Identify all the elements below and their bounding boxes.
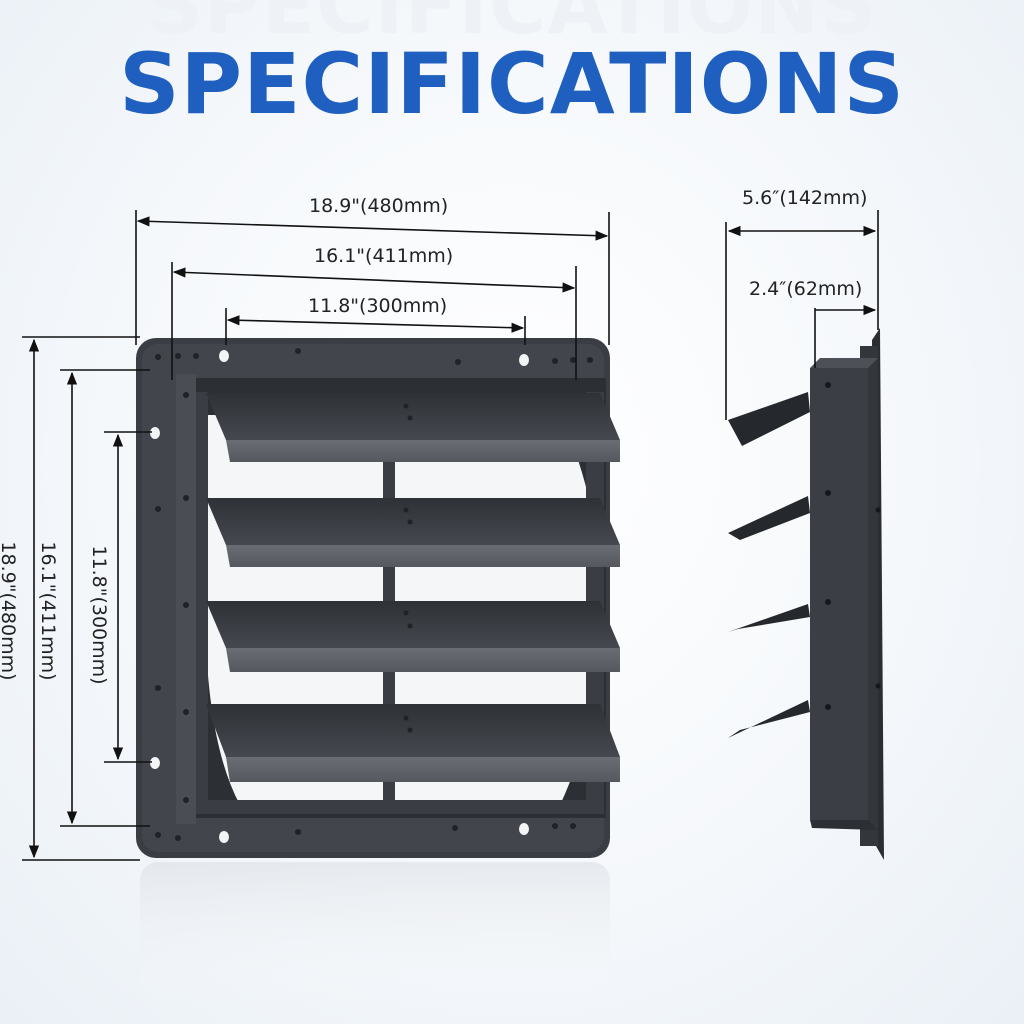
opening-width-label: 11.8"(300mm): [308, 295, 448, 317]
overall-width-label: 18.9"(480mm): [309, 195, 449, 217]
frame-width-label: 16.1"(411mm): [314, 245, 454, 267]
ghost-title-reflection: SPECIFICATIONS: [146, 0, 878, 52]
front-width-dimensions: [135, 210, 610, 380]
louver-2: [206, 498, 620, 567]
opening-height-label: 11.8"(300mm): [88, 545, 110, 685]
side-view-shutter: [728, 328, 884, 860]
total-depth-label: 5.6″(142mm): [742, 187, 868, 209]
side-depth-dimensions: [725, 210, 879, 420]
frame-depth-label: 2.4″(62mm): [749, 278, 863, 300]
louver-1: [206, 393, 620, 462]
front-view-shutter: [136, 338, 620, 1012]
page-title: SPECIFICATIONS: [119, 35, 905, 133]
overall-height-label: 18.9"(480mm): [0, 541, 19, 681]
louver-4: [206, 704, 620, 782]
frame-height-label: 16.1"(411mm): [37, 541, 59, 681]
louver-3: [206, 601, 620, 672]
front-height-dimensions: [22, 336, 152, 861]
